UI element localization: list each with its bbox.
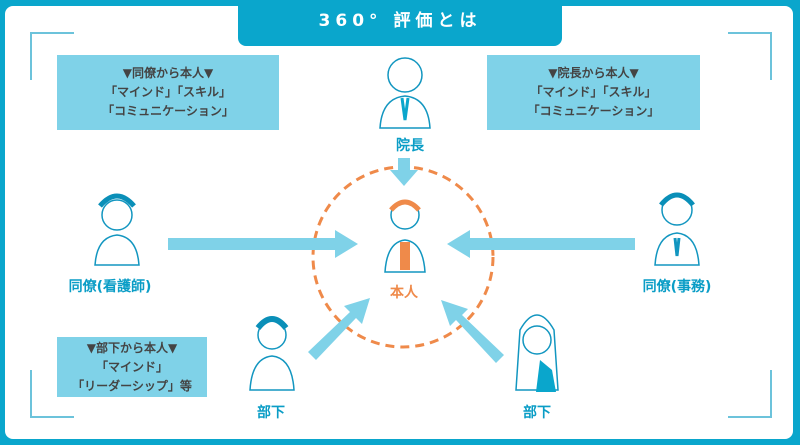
box-line: 「コミュニケーション」 (527, 104, 660, 118)
arrow-left (447, 230, 635, 258)
box-line: 「リーダーシップ」等 (72, 378, 192, 393)
box-heading: ▼院長から本人▼ (548, 66, 639, 80)
box-heading: ▼部下から本人▼ (86, 340, 178, 355)
peer-office-icon (654, 192, 700, 266)
corner-decoration (30, 32, 74, 80)
box-line: 「マインド」「スキル」 (530, 85, 657, 99)
arrow-up-left (441, 300, 504, 363)
self-icon (384, 199, 426, 273)
corner-decoration (728, 32, 772, 80)
corner-decoration (30, 370, 74, 418)
subordinate-male-icon (249, 316, 295, 391)
subordinate-label: 部下 (523, 405, 551, 421)
peer-evaluation-box: ▼同僚から本人▼ 「マインド」「スキル」 「コミュニケーション」 (57, 55, 279, 130)
peer-nurse-icon (94, 193, 140, 266)
subordinate-label: 部下 (257, 405, 285, 421)
box-line: 「マインド」「スキル」 (104, 85, 231, 99)
subordinate-evaluation-box: ▼部下から本人▼ 「マインド」 「リーダーシップ」等 (57, 337, 207, 397)
page-title: 360° 評価とは (238, 0, 562, 46)
box-line: 「コミュニケーション」 (102, 104, 234, 118)
arrow-up-right (308, 298, 370, 360)
director-label: 院長 (396, 138, 424, 154)
arrow-right (168, 230, 358, 258)
director-evaluation-box: ▼院長から本人▼ 「マインド」「スキル」 「コミュニケーション」 (487, 55, 700, 130)
arrow-down (390, 158, 418, 186)
peer-nurse-label: 同僚(看護師) (68, 279, 152, 295)
director-icon (379, 57, 431, 129)
box-line: 「マインド」 (95, 359, 168, 374)
self-label: 本人 (390, 285, 418, 301)
subordinate-female-icon (515, 314, 559, 392)
box-heading: ▼同僚から本人▼ (122, 66, 214, 80)
corner-decoration (728, 370, 772, 418)
peer-office-label: 同僚(事務) (642, 279, 712, 295)
